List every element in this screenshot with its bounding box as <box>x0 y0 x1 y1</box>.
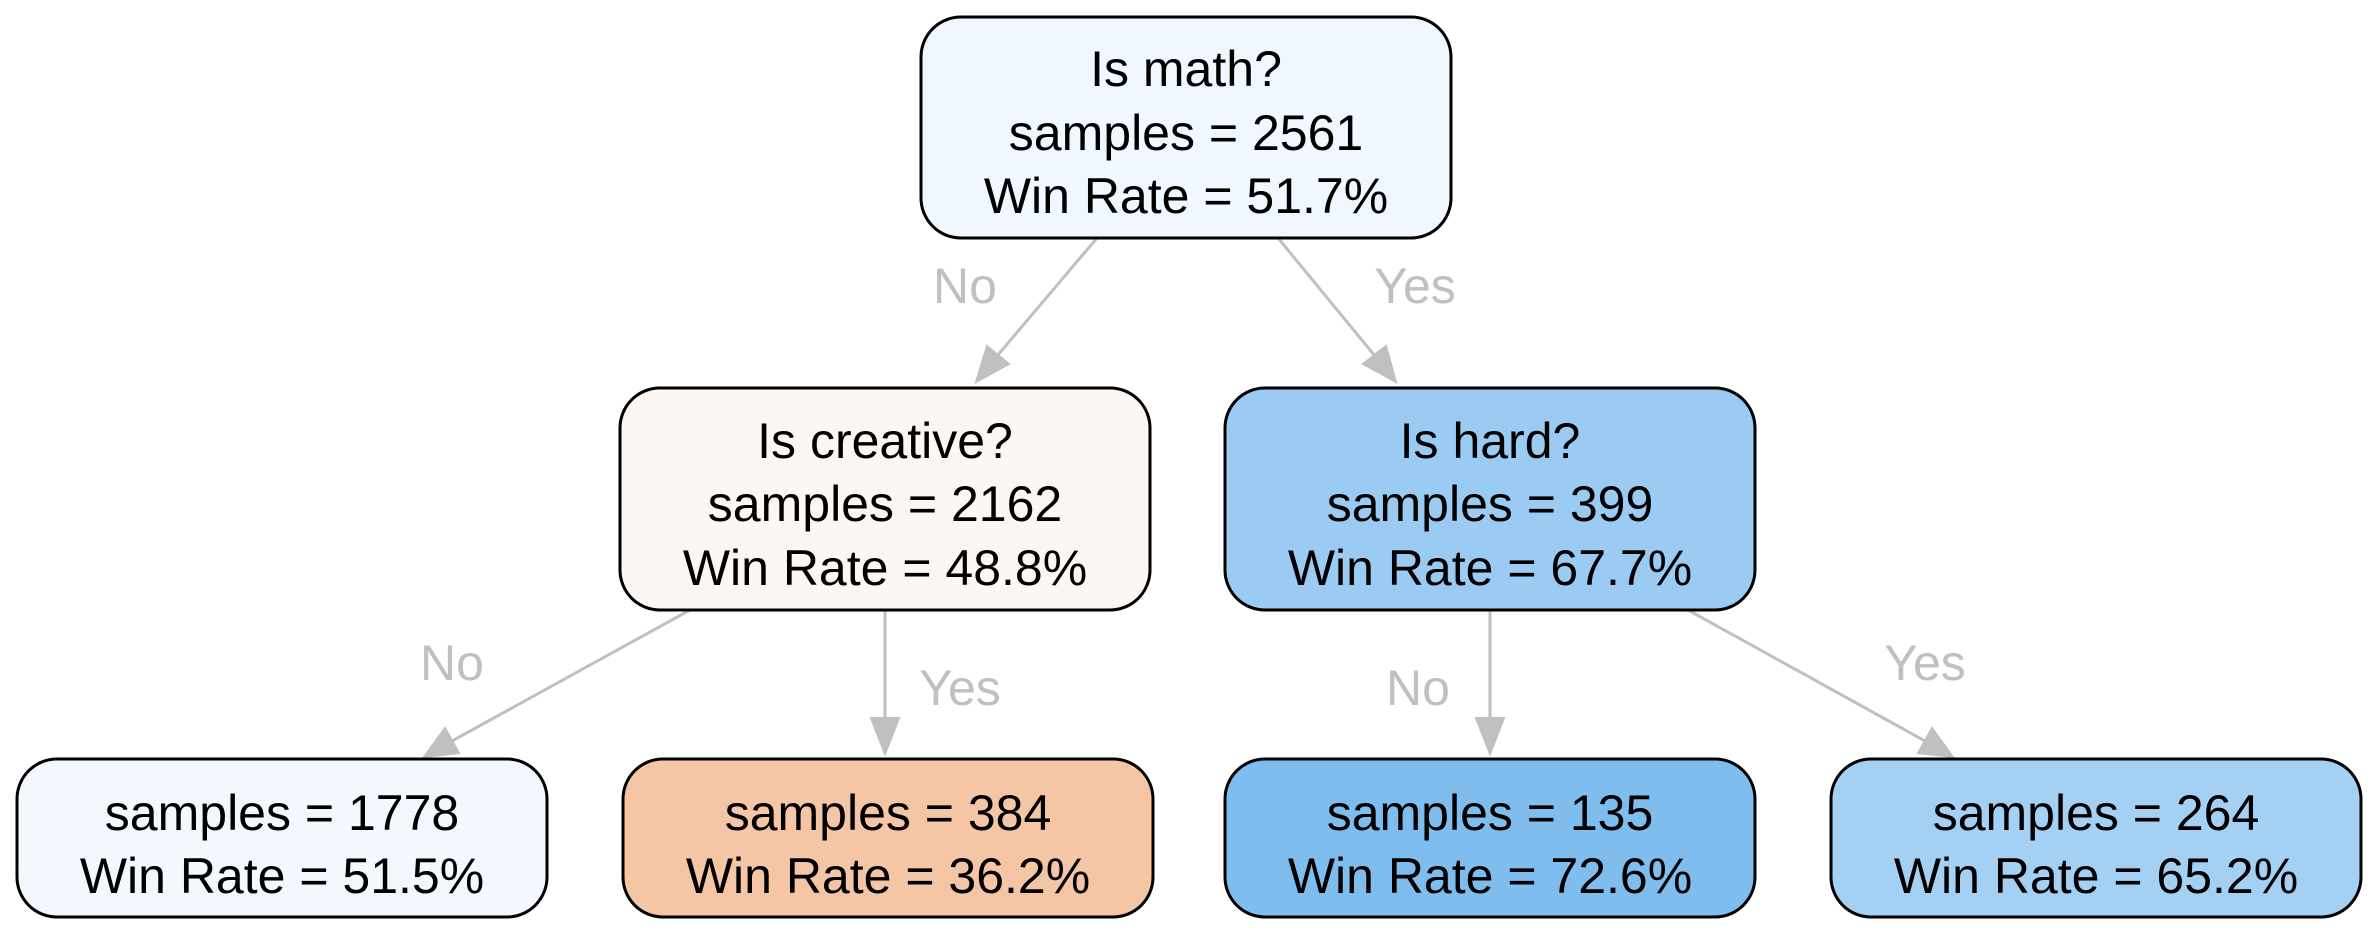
node-question: Is math? <box>1090 41 1282 97</box>
node-samples: samples = 2162 <box>708 476 1062 532</box>
node-win-rate: Win Rate = 67.7% <box>1288 540 1692 596</box>
node-win-rate: Win Rate = 65.2% <box>1894 848 2298 904</box>
node-win-rate: Win Rate = 36.2% <box>686 848 1090 904</box>
edge-label-no: No <box>933 258 997 314</box>
edge-root-no: No <box>933 237 1099 385</box>
edge-label-no: No <box>1386 660 1450 716</box>
arrowhead-icon <box>1361 344 1398 385</box>
arrowhead-icon <box>974 344 1011 385</box>
node-samples: samples = 384 <box>725 785 1052 841</box>
arrowhead-icon <box>1474 717 1506 757</box>
tree-leaf-hard: samples = 264 Win Rate = 65.2% <box>1829 757 2363 919</box>
tree-leaf-not-hard: samples = 135 Win Rate = 72.6% <box>1223 757 1757 919</box>
tree-leaf-not-creative: samples = 1778 Win Rate = 51.5% <box>15 757 549 919</box>
edge-creative-yes: Yes <box>869 610 1001 757</box>
edge-label-no: No <box>420 635 484 691</box>
edge-label-yes: Yes <box>919 660 1001 716</box>
tree-node-creative: Is creative? samples = 2162 Win Rate = 4… <box>618 386 1152 612</box>
edge-label-yes: Yes <box>1374 258 1456 314</box>
node-samples: samples = 264 <box>1933 785 2260 841</box>
tree-node-hard: Is hard? samples = 399 Win Rate = 67.7% <box>1223 386 1757 612</box>
node-samples: samples = 2561 <box>1009 105 1363 161</box>
node-question: Is creative? <box>757 413 1013 469</box>
node-samples: samples = 1778 <box>105 785 459 841</box>
edge-root-yes: Yes <box>1276 237 1456 385</box>
node-samples: samples = 399 <box>1327 476 1654 532</box>
node-win-rate: Win Rate = 48.8% <box>683 540 1087 596</box>
node-question: Is hard? <box>1400 413 1581 469</box>
node-win-rate: Win Rate = 51.5% <box>80 848 484 904</box>
edge-label-yes: Yes <box>1884 635 1966 691</box>
arrowhead-icon <box>869 717 901 757</box>
tree-node-root: Is math? samples = 2561 Win Rate = 51.7% <box>919 15 1453 240</box>
arrowhead-icon <box>1916 726 1956 759</box>
node-win-rate: Win Rate = 72.6% <box>1288 848 1692 904</box>
tree-leaf-creative: samples = 384 Win Rate = 36.2% <box>621 757 1155 919</box>
node-win-rate: Win Rate = 51.7% <box>984 168 1388 224</box>
node-samples: samples = 135 <box>1327 785 1654 841</box>
arrowhead-icon <box>421 726 461 759</box>
edge-creative-no: No <box>420 608 691 759</box>
edge-hard-no: No <box>1386 610 1506 757</box>
edge-hard-yes: Yes <box>1687 608 1966 759</box>
